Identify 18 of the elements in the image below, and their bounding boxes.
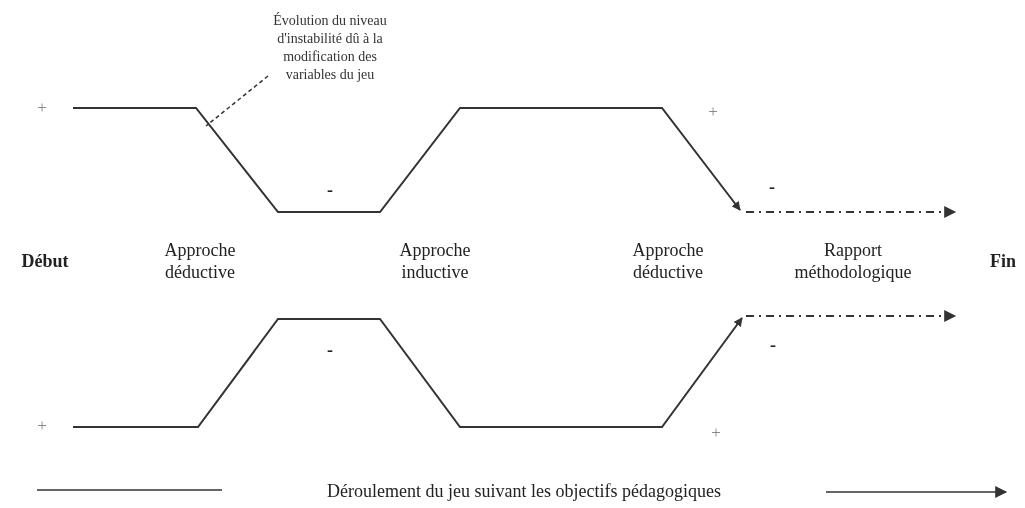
axis-label: Déroulement du jeu suivant les objectifs pédagogiques bbox=[326, 480, 722, 502]
minus-sign: - bbox=[326, 339, 334, 361]
endpoint-label: Début bbox=[20, 250, 70, 272]
leader-line bbox=[205, 75, 269, 127]
minus-sign: - bbox=[326, 179, 334, 201]
phase-label: Rapport méthodologique bbox=[793, 239, 913, 283]
endpoint-label: Fin bbox=[989, 250, 1017, 272]
plus-sign: + bbox=[707, 101, 719, 123]
plus-sign: + bbox=[36, 415, 48, 437]
minus-sign: - bbox=[769, 334, 777, 356]
phase-label: Approche déductive bbox=[631, 239, 705, 283]
phase-label: Approche déductive bbox=[163, 239, 237, 283]
phase-label: Approche inductive bbox=[398, 239, 472, 283]
minus-sign: - bbox=[768, 176, 776, 198]
plus-sign: + bbox=[36, 97, 48, 119]
annotation-text: Évolution du niveau d'instabilité dû à la modification des variables du jeu bbox=[262, 12, 398, 84]
plus-sign: + bbox=[710, 422, 722, 444]
instability-curve bbox=[72, 107, 741, 213]
